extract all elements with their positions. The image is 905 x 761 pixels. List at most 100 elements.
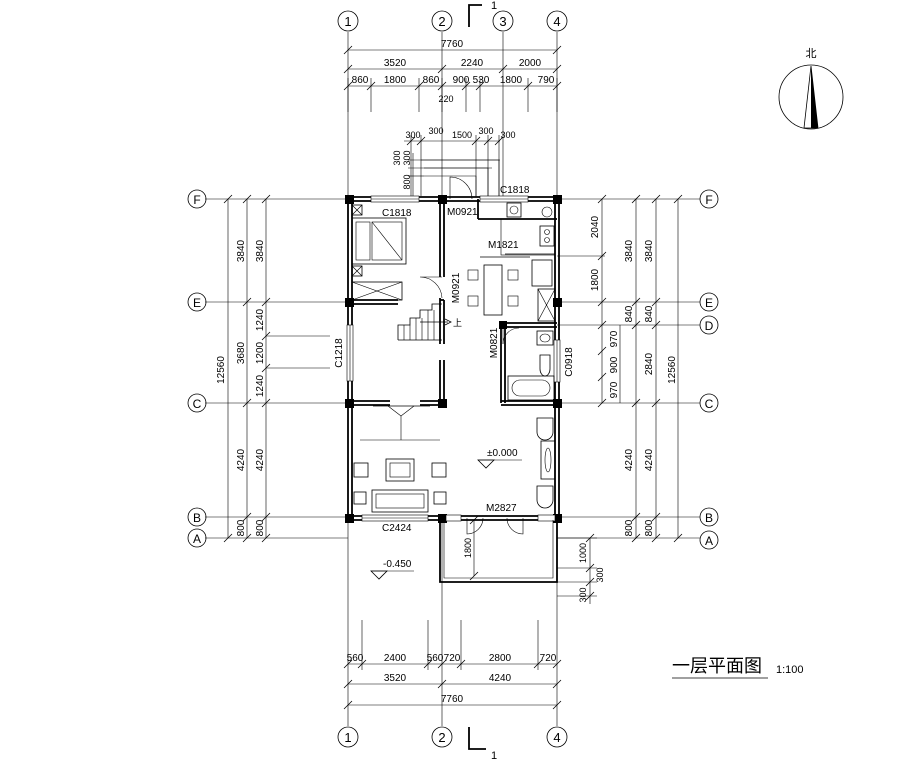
svg-text:1: 1 (344, 730, 351, 745)
svg-text:300: 300 (392, 150, 402, 165)
right-dimension-mid2: 3840 840 2840 4240 800 (644, 194, 661, 543)
svg-text:4240: 4240 (236, 448, 247, 471)
label-c1218: C1218 (334, 338, 345, 368)
svg-text:E: E (705, 296, 713, 310)
svg-text:840: 840 (644, 305, 655, 322)
svg-text:B: B (193, 511, 201, 525)
axis-bubble-3-top: 3 (492, 10, 514, 32)
svg-text:1800: 1800 (463, 538, 473, 558)
svg-text:A: A (193, 532, 201, 546)
svg-text:3680: 3680 (236, 341, 247, 364)
svg-text:970: 970 (609, 330, 620, 347)
svg-text:3520: 3520 (384, 673, 407, 684)
left-dimension-mid: 3840 3680 4240 800 (236, 194, 252, 543)
label-m0921-side: M0921 (451, 272, 462, 303)
svg-text:A: A (705, 534, 713, 548)
svg-text:3840: 3840 (255, 239, 266, 262)
svg-text:530: 530 (473, 75, 490, 86)
svg-text:300: 300 (478, 126, 493, 136)
label-c1818-bed: C1818 (382, 208, 412, 219)
svg-text:D: D (705, 319, 714, 333)
stair-dimensions: 300 300 1500 300 300 300 300 800 (392, 126, 516, 197)
svg-text:4: 4 (553, 730, 560, 745)
right-dimension-inner: 2040 1800 970 900 970 (557, 194, 621, 408)
svg-text:C: C (705, 397, 714, 411)
svg-text:2240: 2240 (461, 58, 484, 69)
axis-bubble-B-right: B (699, 507, 719, 527)
label-m0821: M0821 (489, 327, 500, 358)
svg-text:2040: 2040 (590, 215, 601, 238)
label-c1818-top: C1818 (500, 185, 530, 196)
svg-text:12560: 12560 (216, 356, 227, 384)
label-m1821: M1821 (488, 240, 519, 251)
svg-text:1: 1 (491, 0, 497, 12)
opening-labels: C1818 M0921 C1818 M1821 M0921 M0821 C091… (334, 185, 575, 534)
axis-bubble-C-right: C (699, 393, 719, 413)
svg-text:B: B (705, 511, 713, 525)
bathroom-fixtures (507, 330, 555, 401)
svg-text:1200: 1200 (255, 341, 266, 364)
axis-bubble-1-top: 1 (337, 10, 359, 32)
axis-bubble-2-top: 2 (431, 10, 453, 32)
svg-text:3840: 3840 (624, 239, 635, 262)
svg-text:1800: 1800 (590, 268, 601, 291)
svg-text:3520: 3520 (384, 58, 407, 69)
doors (419, 176, 555, 535)
svg-text:800: 800 (236, 519, 247, 536)
svg-text:3: 3 (499, 14, 506, 29)
svg-text:2800: 2800 (489, 653, 512, 664)
left-dimension-outer: 12560 (216, 194, 233, 543)
svg-text:300: 300 (578, 587, 588, 602)
elevation-marker-exterior: -0.450 (370, 559, 414, 580)
svg-text:720: 720 (444, 653, 461, 664)
svg-text:800: 800 (624, 519, 635, 536)
svg-text:300: 300 (402, 150, 412, 165)
svg-text:300: 300 (405, 130, 420, 140)
svg-text:300: 300 (428, 126, 443, 136)
porch (439, 520, 558, 583)
svg-text:300: 300 (595, 567, 605, 582)
svg-text:300: 300 (500, 130, 515, 140)
stair-up-label: 上 (453, 318, 462, 329)
svg-text:2: 2 (438, 730, 445, 745)
svg-text:C: C (193, 397, 202, 411)
svg-text:800: 800 (644, 519, 655, 536)
drawing-title: 一层平面图 1:100 (672, 656, 804, 679)
axis-bubble-C-left: C (187, 393, 207, 413)
svg-text:3840: 3840 (236, 239, 247, 262)
svg-text:2840: 2840 (644, 352, 655, 375)
label-c2424: C2424 (382, 523, 412, 534)
axis-bubble-F-right: F (699, 189, 719, 209)
north-arrow: 北 (778, 47, 844, 130)
svg-text:1: 1 (344, 14, 351, 29)
bottom-dimension-row2: 3520 4240 (343, 673, 562, 689)
top-dimension-row2: 3520 2240 2000 (343, 58, 562, 74)
axis-bubble-1-bottom: 1 (337, 726, 359, 748)
axis-bubble-2-bottom: 2 (431, 726, 453, 748)
svg-text:1800: 1800 (384, 75, 407, 86)
svg-text:1: 1 (491, 750, 497, 761)
living-room-furniture (353, 405, 556, 513)
windows (346, 195, 561, 522)
svg-text:4240: 4240 (644, 448, 655, 471)
svg-text:12560: 12560 (667, 356, 678, 384)
svg-text:560: 560 (347, 653, 364, 664)
svg-text:4240: 4240 (255, 448, 266, 471)
svg-text:E: E (193, 296, 201, 310)
right-dimension-outer: 12560 (667, 194, 683, 543)
svg-text:2400: 2400 (384, 653, 407, 664)
svg-text:220: 220 (438, 94, 453, 104)
svg-text:560: 560 (427, 653, 444, 664)
axis-bubble-D-right: D (699, 315, 719, 335)
north-label: 北 (806, 47, 817, 60)
elevation-marker-floor: ±0.000 (477, 448, 522, 469)
staircase: 上 (397, 303, 462, 341)
svg-text:F: F (705, 193, 712, 207)
svg-text:840: 840 (624, 305, 635, 322)
porch-dimensions: 1000 300 300 1800 (463, 515, 605, 604)
svg-text:1000: 1000 (578, 543, 588, 563)
label-m0921-top: M0921 (447, 207, 478, 218)
svg-text:4: 4 (553, 14, 560, 29)
title-scale: 1:100 (776, 664, 804, 676)
